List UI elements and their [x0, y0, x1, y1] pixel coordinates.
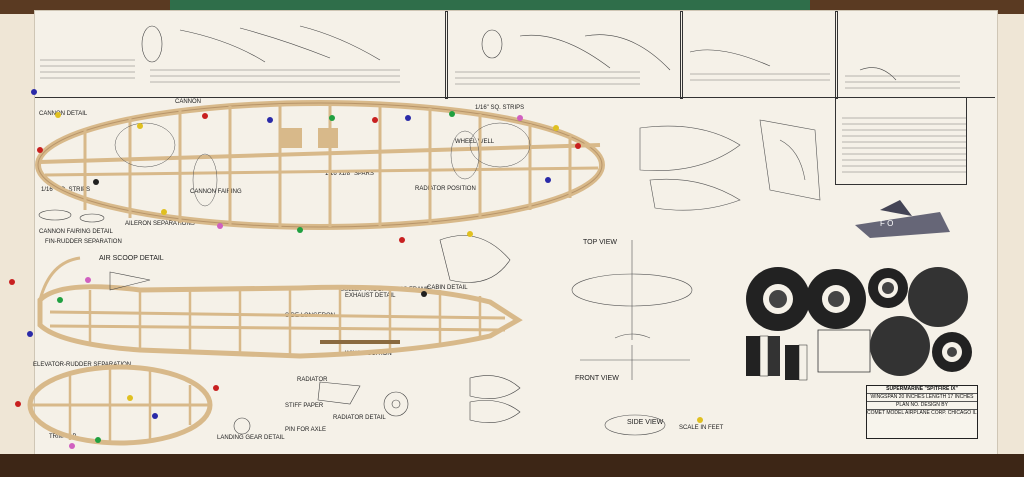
cabin-detail-label: CABIN DETAIL [427, 285, 468, 291]
divider [680, 11, 683, 99]
fuselage-sketch [179, 29, 266, 63]
front-view-label: FRONT VIEW [575, 375, 619, 382]
top-view-label: TOP VIEW [583, 239, 617, 246]
fuselage-sketch [239, 27, 331, 59]
elevator-separation-label: ELEVATOR-RUDDER SEPARATION [33, 362, 132, 368]
push-pins [9, 89, 703, 449]
instruction-strip [35, 11, 995, 98]
radiator-detail-label: RADIATOR DETAIL [333, 415, 386, 421]
wing-sketch [689, 49, 771, 67]
fuselage-framework [37, 256, 523, 359]
fuselage-sketch [299, 25, 381, 61]
exhaust-detail-label: EXHAUST DETAIL [345, 293, 396, 299]
side-view-drawings [639, 119, 821, 211]
scale-label: SCALE IN FEET [679, 425, 724, 431]
top-view-drawing [571, 240, 693, 436]
aircraft-specs: WINGSPAN 20 INCHES LENGTH 17 INCHES [867, 394, 977, 402]
aileron-separations-label: AILERON SEPARATIONS [125, 221, 195, 227]
instruction-sketches [141, 25, 897, 81]
side-view-label: SIDE VIEW [627, 419, 664, 426]
wheel-well-label: WHEEL WELL [455, 139, 495, 145]
divider [835, 11, 838, 99]
tail-sketch [859, 67, 897, 81]
trim-tab-label: TRIM TAB [49, 434, 77, 440]
squadron-code-text: F O [880, 219, 893, 228]
stiff-paper-label: STIFF PAPER [285, 403, 324, 409]
strips-label-2: 1/16" SQ. STRIPS [475, 105, 525, 111]
spitfire-illustration: F O [855, 200, 950, 238]
plan-number: PLAN NO. DESIGN BY [867, 402, 977, 410]
former-sketch [481, 29, 503, 59]
title-block: SUPERMARINE "SPITFIRE IX" WINGSPAN 20 IN… [866, 385, 978, 439]
cannon-detail-label: CANNON DETAIL [39, 111, 88, 117]
stabilizer-framework [27, 364, 213, 446]
former-sketch [141, 25, 163, 63]
radiator-label: RADIATOR [297, 377, 328, 383]
fin-rudder-separation-label: FIN-RUDDER SEPARATION [45, 239, 122, 245]
pin-for-axle-label: PIN FOR AXLE [285, 427, 327, 433]
roundel-decals [746, 267, 972, 381]
cannon-label: CANNON [175, 99, 202, 105]
radiator-position-label: RADIATOR POSITION [415, 186, 476, 192]
table-edge [0, 454, 1024, 477]
notes-box [835, 97, 967, 185]
wing-framework [35, 100, 605, 230]
cannon-fairing-detail-label: CANNON FAIRING DETAIL [39, 229, 113, 235]
aircraft-name: SUPERMARINE "SPITFIRE IX" [867, 386, 977, 394]
wing-sketch [519, 34, 611, 69]
wing-sketch [584, 34, 671, 71]
landing-gear-detail-label: LANDING GEAR DETAIL [217, 435, 285, 441]
company-name: COMET MODEL AIRPLANE CORP. CHICAGO ILL. [867, 410, 977, 416]
instruction-text-lines [40, 59, 966, 173]
divider [445, 11, 448, 99]
spars-label: 1/16"x1/8" SPARS [325, 171, 374, 177]
detail-sketches [38, 209, 521, 435]
air-scoop-detail-label: AIR SCOOP DETAIL [99, 255, 164, 262]
